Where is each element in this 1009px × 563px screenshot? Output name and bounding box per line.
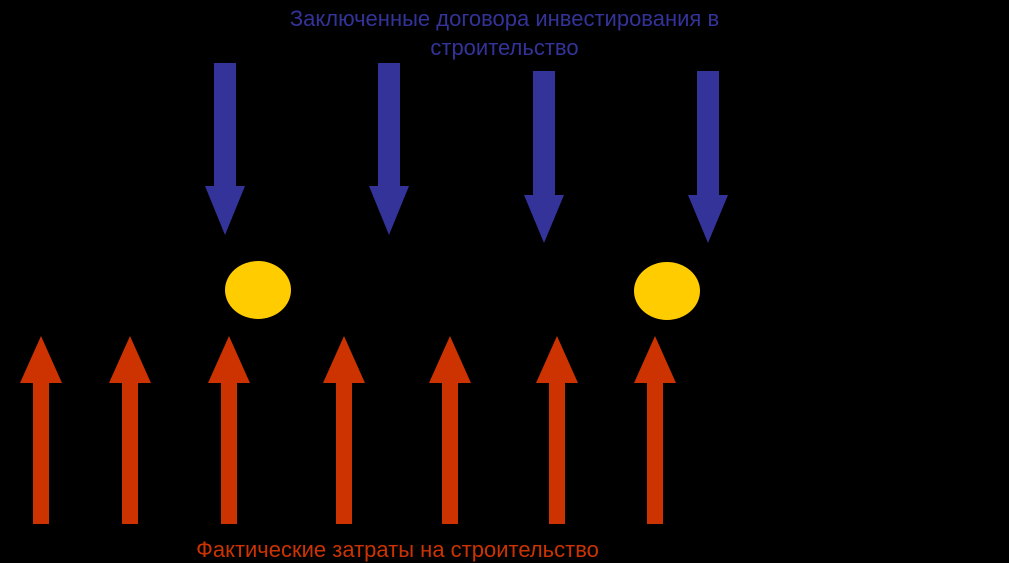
cost-arrow-up — [20, 336, 62, 524]
cost-arrow-up — [208, 336, 250, 524]
marker-ellipse — [634, 262, 700, 320]
contract-arrow-down — [205, 63, 245, 235]
contract-arrow-down — [369, 63, 409, 235]
marker-ellipse — [225, 261, 291, 319]
cost-arrow-up — [536, 336, 578, 524]
costs-label: Фактические затраты на строительство — [196, 537, 599, 562]
cost-arrow-up — [429, 336, 471, 524]
cost-arrow-up — [634, 336, 676, 524]
cost-arrow-up — [323, 336, 365, 524]
contract-arrow-down — [524, 71, 564, 243]
cost-arrow-up — [109, 336, 151, 524]
contracts-label-line2: строительство — [430, 35, 579, 60]
contract-arrow-down — [688, 71, 728, 243]
contracts-label-line1: Заключенные договора инвестирования в — [289, 6, 720, 31]
